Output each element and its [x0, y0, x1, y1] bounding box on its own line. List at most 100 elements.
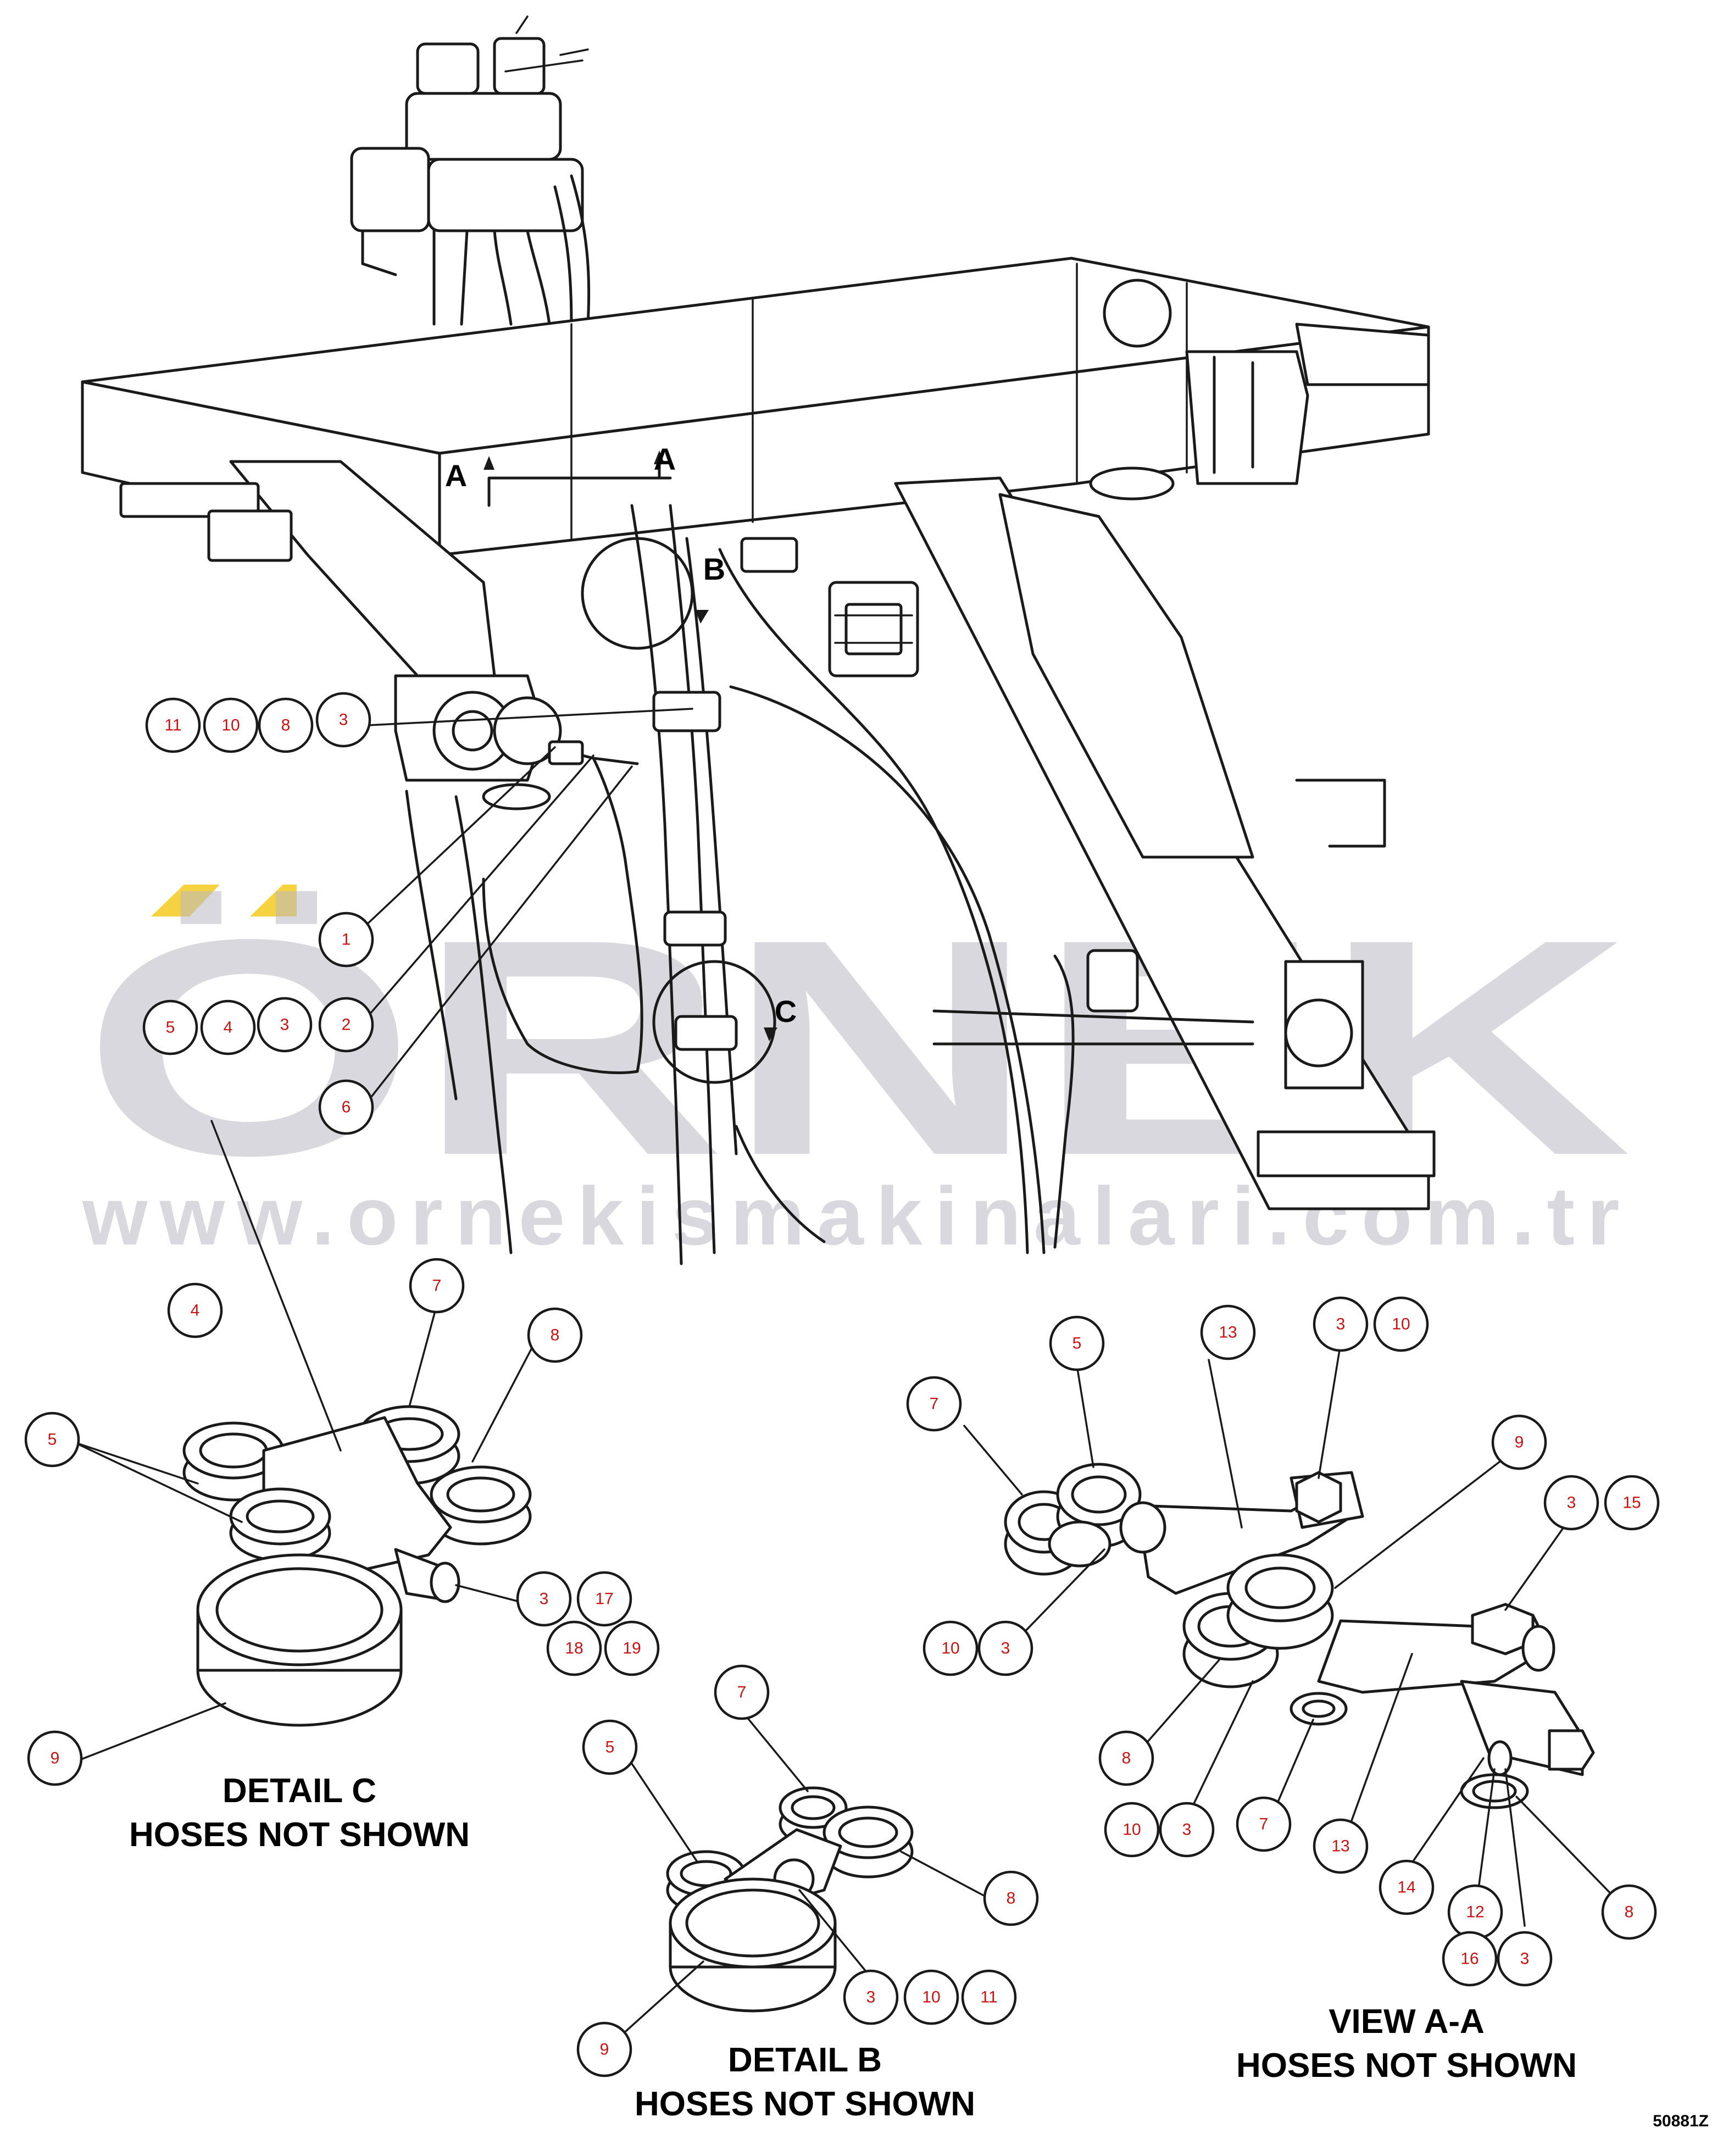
callout-label: 3 — [1520, 1950, 1530, 1968]
callout-bubble: 13 — [1200, 1304, 1256, 1360]
callout-bubble: 10 — [922, 1620, 979, 1676]
main-callouts: 11 10 8 3 1 2 6 5 4 3 — [142, 692, 374, 1135]
section-arrows: A A B C — [445, 442, 797, 1084]
callout-label: 1 — [342, 931, 351, 949]
callout-bubble: 10 — [203, 697, 259, 753]
callout-label: 5 — [605, 1738, 615, 1757]
callout-bubble: 3 — [1543, 1475, 1599, 1531]
callout-label: 3 — [540, 1590, 549, 1608]
callout-label: 5 — [48, 1431, 57, 1449]
callout-bubble: 9 — [1491, 1414, 1547, 1470]
callout-bubble: 3 — [1497, 1931, 1553, 1987]
detail-b-circle — [581, 537, 694, 650]
callout-bubble: 4 — [167, 1282, 223, 1338]
clamp-hoses — [482, 740, 643, 1074]
callout-label: 17 — [595, 1590, 613, 1608]
callout-bubble: 2 — [318, 997, 374, 1053]
section-mark-c: C — [775, 994, 797, 1029]
callout-label: 8 — [281, 716, 291, 735]
callout-label: 10 — [941, 1640, 959, 1658]
watermark-accent-left — [151, 885, 220, 916]
callout-bubble: 5 — [582, 1719, 638, 1775]
callout-label: 8 — [1007, 1890, 1016, 1908]
callout-bubble: 3 — [516, 1571, 572, 1627]
callout-bubble: 8 — [1601, 1884, 1657, 1940]
callout-label: 4 — [224, 1019, 233, 1037]
callout-bubble: 8 — [527, 1307, 583, 1363]
callout-bubble: 9 — [27, 1730, 83, 1786]
callout-label: 12 — [1466, 1903, 1484, 1921]
callout-label: 14 — [1397, 1879, 1415, 1897]
view-a-a — [1004, 1463, 1595, 1809]
callout-bubble: 7 — [1236, 1796, 1292, 1852]
central-mast — [630, 504, 1046, 1265]
callout-bubble: 4 — [200, 999, 256, 1055]
callout-bubble: 10 — [1104, 1802, 1160, 1858]
callout-bubble: 12 — [1447, 1884, 1503, 1940]
callout-bubble: 9 — [576, 2021, 632, 2077]
callout-label: 11 — [980, 1988, 997, 2007]
callout-label: 10 — [922, 1988, 940, 2007]
view-a-a-leaders — [963, 1342, 1616, 1927]
callout-bubble: 5 — [24, 1412, 80, 1468]
left-support-leg — [119, 460, 562, 1254]
callout-label: 9 — [51, 1749, 60, 1768]
callout-bubble: 17 — [576, 1571, 632, 1627]
callout-bubble: 5 — [1049, 1315, 1105, 1371]
callout-label: 13 — [1219, 1324, 1237, 1342]
detail-c-leaders — [73, 1120, 537, 1762]
callout-label: 7 — [737, 1683, 747, 1702]
view-a-a-title: VIEW A-A — [1329, 2003, 1485, 2041]
detail-b — [666, 1786, 914, 2013]
detail-c — [182, 1405, 532, 1727]
callout-label: 8 — [1122, 1749, 1131, 1768]
detail-b-callouts: 7 5 8 3 10 11 9 — [576, 1664, 1039, 2077]
callout-bubble: 7 — [409, 1258, 465, 1314]
callout-label: 15 — [1622, 1494, 1641, 1512]
callout-bubble: 8 — [1098, 1730, 1154, 1786]
callout-bubble: 16 — [1442, 1931, 1498, 1987]
callout-label: 3 — [339, 711, 348, 729]
callout-label: 10 — [221, 716, 240, 735]
callout-bubble: 3 — [977, 1620, 1033, 1676]
callout-label: 18 — [565, 1640, 583, 1658]
callout-label: 5 — [1072, 1335, 1082, 1353]
callout-bubble: 10 — [1373, 1296, 1429, 1352]
detail-b-leaders — [620, 1713, 990, 2037]
valve-bank — [350, 15, 591, 326]
detail-b-title: DETAIL B — [728, 2041, 882, 2079]
main-assembly-drawing: A A B C — [81, 15, 1436, 1265]
detail-c-subtitle: HOSES NOT SHOWN — [129, 1816, 470, 1854]
watermark-accent-right — [250, 885, 297, 916]
callout-bubble: 6 — [318, 1079, 374, 1135]
callout-label: 13 — [1331, 1837, 1349, 1855]
callout-bubble: 11 — [145, 697, 201, 753]
callout-label: 4 — [191, 1302, 200, 1320]
callout-label: 3 — [866, 1988, 876, 2007]
figure-number: 50881Z — [1653, 2112, 1709, 2130]
callout-label: 8 — [1625, 1903, 1634, 1921]
callout-bubble: 18 — [546, 1620, 602, 1676]
detail-c-title: DETAIL C — [223, 1772, 376, 1810]
access-port — [1103, 279, 1172, 348]
callout-label: 3 — [1336, 1315, 1346, 1333]
callout-label: 3 — [1567, 1494, 1576, 1512]
callout-label: 3 — [1182, 1821, 1192, 1839]
main-leaders — [364, 708, 693, 1105]
callout-bubble: 11 — [961, 1969, 1017, 2025]
callout-bubble: 7 — [906, 1376, 962, 1432]
callout-bubble: 3 — [315, 692, 371, 748]
callout-label: 11 — [164, 716, 181, 735]
detail-b-subtitle: HOSES NOT SHOWN — [635, 2085, 975, 2123]
callout-bubble: 8 — [983, 1870, 1039, 1926]
callout-bubble: 19 — [604, 1620, 660, 1676]
callout-label: 3 — [1001, 1640, 1010, 1658]
detail-c-circle — [652, 960, 776, 1084]
callout-label: 6 — [342, 1098, 351, 1116]
callout-bubble: 7 — [714, 1664, 770, 1720]
callout-label: 8 — [551, 1326, 560, 1344]
callout-bubble: 5 — [142, 999, 198, 1055]
callout-bubble: 3 — [257, 997, 313, 1053]
callout-label: 9 — [1515, 1433, 1524, 1452]
